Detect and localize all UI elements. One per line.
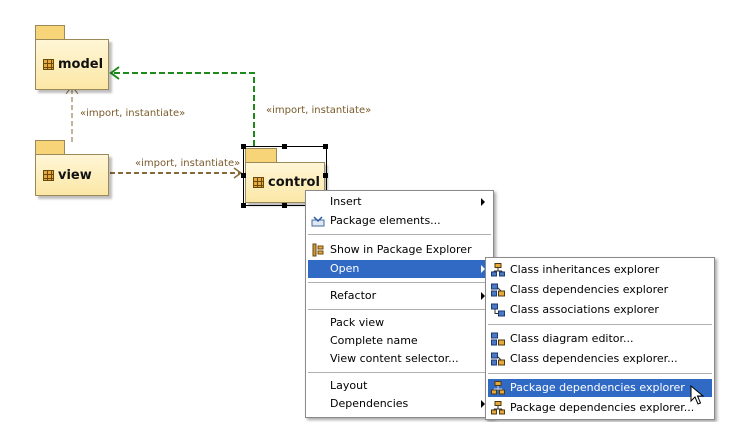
package-explorer-icon (312, 243, 324, 257)
package-icon (43, 59, 54, 70)
resize-handle-e[interactable] (323, 173, 328, 178)
control-to-model-arrowhead (109, 66, 120, 80)
menu-item-layout[interactable]: Layout (308, 377, 491, 395)
class-dependency-icon (491, 352, 505, 366)
submenu-item-class-inheritances-explorer[interactable]: Class inheritances explorer (488, 261, 712, 279)
submenu-arrow-icon (481, 265, 485, 273)
package-dependency-icon (491, 381, 505, 395)
resize-handle-s[interactable] (282, 203, 287, 208)
open-submenu: Class inheritances explorer Class depend… (485, 257, 715, 420)
menu-item-label: Class dependencies explorer (510, 283, 669, 296)
dependency-label-view-control: «import, instantiate» (135, 158, 241, 169)
package-icon (253, 177, 264, 188)
menu-item-pack-view[interactable]: Pack view (308, 314, 491, 332)
menu-item-insert[interactable]: Insert (308, 193, 491, 211)
package-tab (245, 148, 277, 163)
menu-item-view-content-selector[interactable]: View content selector... (308, 350, 491, 368)
submenu-item-class-associations-explorer[interactable]: Class associations explorer (488, 301, 712, 319)
class-diagram-icon (491, 332, 505, 346)
submenu-item-class-dependencies-explorer[interactable]: Class dependencies explorer (488, 281, 712, 299)
menu-item-complete-name[interactable]: Complete name (308, 332, 491, 350)
menu-item-label: Class dependencies explorer... (510, 352, 678, 365)
package-tab (35, 25, 65, 40)
package-body: model (35, 39, 109, 90)
resize-handle-nw[interactable] (241, 144, 246, 149)
control-to-model-dependency[interactable] (112, 72, 255, 146)
resize-handle-n[interactable] (282, 144, 287, 149)
menu-separator (488, 324, 712, 325)
submenu-item-class-dependencies-explorer-dialog[interactable]: Class dependencies explorer... (488, 350, 712, 368)
resize-handle-sw[interactable] (241, 203, 246, 208)
submenu-item-package-dependencies-explorer[interactable]: Package dependencies explorer (488, 379, 712, 397)
menu-item-package-elements[interactable]: Package elements... (308, 212, 491, 230)
class-hierarchy-icon (491, 263, 505, 277)
package-view[interactable]: view (35, 140, 109, 196)
context-menu: Insert Package elements... Show in Packa… (305, 190, 494, 418)
menu-separator (308, 282, 491, 283)
menu-separator (308, 309, 491, 310)
package-name: view (58, 167, 92, 183)
menu-item-open[interactable]: Open (308, 260, 491, 278)
view-to-control-arrowhead (233, 167, 243, 179)
package-icon (43, 169, 54, 181)
dependency-label-control-model: «import, instantiate» (266, 105, 372, 116)
menu-item-label: Pack view (330, 316, 385, 329)
dependency-label-view-model: «import, instantiate» (80, 108, 186, 119)
menu-item-label: Dependencies (330, 397, 409, 410)
submenu-item-class-diagram-editor[interactable]: Class diagram editor... (488, 330, 712, 348)
menu-item-label: Class inheritances explorer (510, 263, 660, 276)
menu-item-label: Open (330, 262, 360, 275)
package-dependency-icon (491, 401, 505, 415)
class-dependency-icon (491, 283, 505, 297)
menu-item-label: Complete name (330, 334, 418, 347)
menu-item-label: Class diagram editor... (510, 332, 634, 345)
menu-item-dependencies[interactable]: Dependencies (308, 395, 491, 413)
menu-item-label: Layout (330, 379, 368, 392)
package-body: view (35, 154, 109, 196)
class-association-icon (491, 303, 505, 317)
package-tab (35, 140, 65, 155)
package-name: model (58, 57, 104, 72)
submenu-arrow-icon (481, 198, 485, 206)
menu-item-label: Show in Package Explorer (330, 243, 472, 256)
package-model[interactable]: model (35, 25, 109, 90)
submenu-arrow-icon (481, 400, 485, 408)
menu-item-label: View content selector... (330, 352, 459, 365)
menu-separator (308, 372, 491, 373)
menu-item-show-in-package-explorer[interactable]: Show in Package Explorer (308, 241, 491, 259)
menu-item-label: Package dependencies explorer (510, 381, 685, 394)
submenu-item-package-dependencies-explorer-dialog[interactable]: Package dependencies explorer... (488, 399, 712, 417)
mouse-cursor-icon (690, 385, 705, 405)
menu-separator (488, 373, 712, 374)
menu-item-label: Refactor (330, 289, 377, 302)
package-name: control (268, 175, 320, 190)
menu-item-refactor[interactable]: Refactor (308, 287, 491, 305)
resize-handle-w[interactable] (241, 173, 246, 178)
menu-item-label: Package dependencies explorer... (510, 401, 695, 414)
menu-separator (308, 234, 491, 235)
menu-item-label: Package elements... (330, 214, 441, 227)
menu-item-label: Insert (330, 195, 362, 208)
package-elements-icon (311, 216, 325, 227)
menu-item-label: Class associations explorer (510, 303, 659, 316)
resize-handle-ne[interactable] (323, 144, 328, 149)
submenu-arrow-icon (481, 292, 485, 300)
